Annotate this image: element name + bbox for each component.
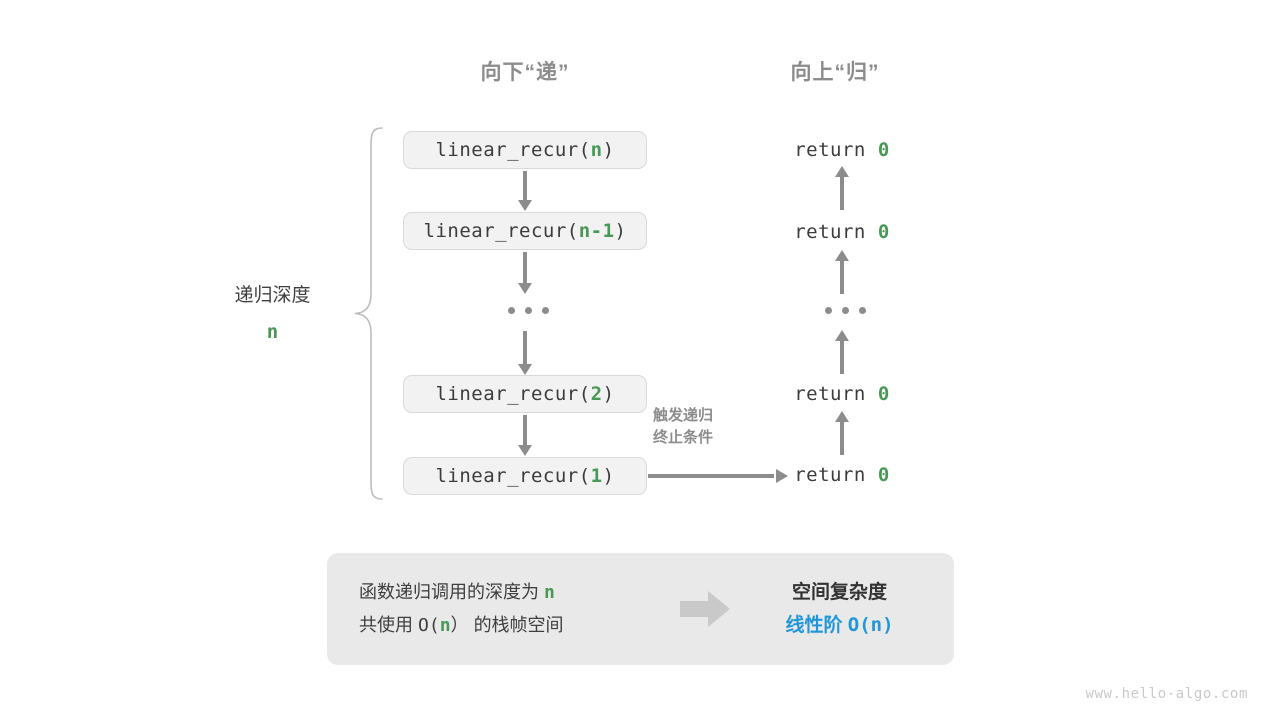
- return-keyword: return: [794, 464, 866, 486]
- summary-result: 空间复杂度 线性阶 O(n): [743, 577, 954, 642]
- column-header-ascend: 向上“归”: [790, 61, 880, 84]
- summary-line-2: 共使用 O(n） 的栈帧空间: [359, 609, 667, 642]
- depth-brace-icon: [354, 127, 383, 500]
- summary-arrow-container: [667, 589, 743, 629]
- arrow-up-icon: [834, 411, 850, 455]
- recursion-depth-text: 递归深度: [234, 285, 311, 306]
- arrow-up-icon: [834, 330, 850, 374]
- summary-panel: 函数递归调用的深度为 n 共使用 O(n） 的栈帧空间 空间复杂度 线性阶 O(…: [327, 553, 954, 665]
- call-frame-suffix: ): [614, 220, 627, 242]
- complexity-order: 线性阶: [785, 614, 843, 636]
- summary-line1-n: n: [544, 582, 555, 603]
- recursion-depth-label: 递归深度 n: [175, 278, 370, 350]
- call-frame-suffix: ): [602, 383, 615, 405]
- call-frame-arg: n: [590, 139, 603, 161]
- return-value: 0: [877, 464, 890, 486]
- return-value: 0: [877, 139, 890, 161]
- complexity-notation: O(n): [847, 613, 894, 636]
- call-frame-arg: 1: [590, 465, 603, 487]
- return-statement: return 0: [737, 221, 947, 243]
- arrow-down-icon: [517, 171, 533, 211]
- call-frame-arg: 2: [590, 383, 603, 405]
- termination-note-line2: 终止条件: [653, 429, 714, 446]
- call-frame-prefix: linear_recur(: [435, 383, 591, 405]
- ellipsis-icon-left: [508, 307, 549, 314]
- return-keyword: return: [794, 383, 866, 405]
- arrow-down-icon: [517, 331, 533, 375]
- termination-condition-note: 触发递归 终止条件: [653, 405, 713, 449]
- call-frame-prefix: linear_recur(: [435, 465, 591, 487]
- call-frame-suffix: ): [602, 139, 615, 161]
- return-statement: return 0: [737, 383, 947, 405]
- summary-line2-text-b: 的栈帧空间: [473, 615, 564, 635]
- summary-result-value: 线性阶 O(n): [743, 609, 936, 642]
- arrow-right-icon: [648, 469, 788, 483]
- return-keyword: return: [794, 139, 866, 161]
- call-frame-arg: n-1: [578, 220, 615, 242]
- arrow-up-icon: [834, 166, 850, 210]
- ellipsis-icon-right: [825, 307, 866, 314]
- call-frame-prefix: linear_recur(: [435, 139, 591, 161]
- call-frame-prefix: linear_recur(: [423, 220, 579, 242]
- column-header-descend: 向下“递”: [480, 61, 570, 84]
- arrow-up-icon: [834, 250, 850, 294]
- summary-line-1: 函数递归调用的深度为 n: [359, 576, 667, 609]
- call-frame-box[interactable]: linear_recur(1): [403, 457, 647, 495]
- call-frame-suffix: ): [602, 465, 615, 487]
- summary-description: 函数递归调用的深度为 n 共使用 O(n） 的栈帧空间: [327, 576, 667, 642]
- call-frame-box[interactable]: linear_recur(2): [403, 375, 647, 413]
- return-keyword: return: [794, 221, 866, 243]
- termination-note-line1: 触发递归: [653, 407, 714, 424]
- arrow-down-icon: [517, 252, 533, 294]
- summary-line1-text: 函数递归调用的深度为: [359, 582, 539, 602]
- summary-line2-close: ）: [450, 615, 469, 635]
- right-block-arrow-icon: [680, 591, 730, 627]
- return-value: 0: [877, 383, 890, 405]
- return-statement: return 0: [737, 139, 947, 161]
- call-frame-box[interactable]: linear_recur(n): [403, 131, 647, 169]
- recursion-depth-value: n: [266, 321, 279, 343]
- summary-line2-bigo: O(: [418, 615, 440, 636]
- return-statement: return 0: [737, 464, 947, 486]
- watermark: www.hello-algo.com: [1085, 686, 1248, 702]
- summary-line2-n: n: [439, 615, 451, 636]
- summary-result-title: 空间复杂度: [791, 581, 887, 603]
- call-frame-box[interactable]: linear_recur(n-1): [403, 212, 647, 250]
- arrow-down-icon: [517, 415, 533, 456]
- return-value: 0: [877, 221, 890, 243]
- summary-line2-text-a: 共使用: [359, 615, 413, 635]
